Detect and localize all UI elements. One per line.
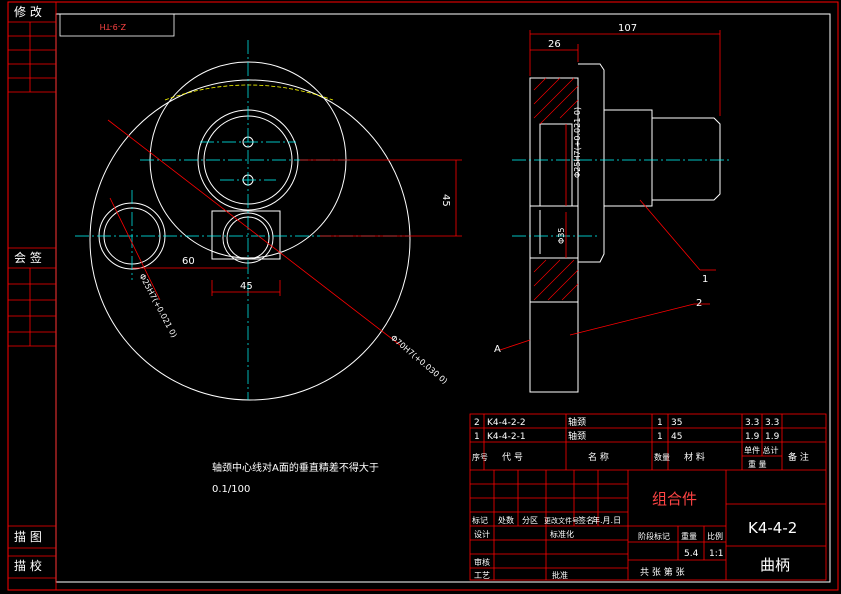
tb-scale-value: 1:1 — [709, 549, 723, 559]
top-code-box — [59, 13, 175, 37]
bom-row-1-qty: 1 — [657, 432, 663, 442]
tb-review: 审核 — [474, 557, 490, 567]
balloon-1: 1 — [702, 274, 708, 285]
bom-row-1-no: 1 — [474, 432, 480, 442]
tb-scale: 比例 — [707, 531, 723, 541]
front-dimensions — [107, 119, 462, 346]
tb-sheets: 共 张 第 张 — [640, 566, 685, 578]
bom-row-1-code: K4-4-2-1 — [487, 432, 526, 442]
bom-row-2-qty: 1 — [657, 418, 663, 428]
sidebar-countersign: 会 签 — [14, 250, 42, 265]
sidebar — [7, 1, 57, 591]
dim-45-horizontal: 45 — [240, 281, 253, 292]
tb-standardize: 标准化 — [550, 529, 574, 539]
bom-row-2-total-wt: 3.3 — [765, 418, 779, 428]
tb-doc-no: 更改文件号 — [544, 516, 579, 525]
side-dia-callout: Φ25H7(+0.021 0) — [573, 107, 582, 178]
outer-border — [7, 1, 839, 591]
bom-row-2-code: K4-4-2-2 — [487, 418, 526, 428]
side-centerlines — [512, 159, 730, 237]
bom-row-2-name: 轴颈 — [568, 416, 586, 428]
sidebar-drawn: 描 图 — [14, 530, 42, 544]
tb-weight-value: 5.4 — [684, 549, 699, 559]
tb-weight: 重量 — [681, 531, 697, 541]
front-view — [89, 61, 411, 401]
tb-stage: 阶段标记 — [638, 531, 670, 541]
bom-row-1-total-wt: 1.9 — [765, 432, 780, 442]
tb-sign: 签名 — [578, 515, 594, 525]
dim-107: 107 — [618, 23, 637, 34]
note-line-2: 0.1/100 — [212, 484, 250, 495]
note-line-1: 轴颈中心线对A面的垂直精差不得大于 — [212, 461, 379, 474]
tb-date: 年.月.日 — [592, 515, 621, 525]
tb-process: 工艺 — [474, 571, 490, 580]
balloon-2: 2 — [696, 298, 702, 309]
side-hatching — [533, 77, 579, 301]
tb-mark: 标记 — [472, 515, 488, 525]
bom-header-weight: 单件 总计 — [744, 445, 779, 455]
top-code-text: Z-9-TH — [100, 22, 126, 31]
bom-row-1-material: 45 — [671, 432, 682, 442]
bom-header-no: 序号 — [472, 452, 488, 462]
large-hole-callout: Φ70H7(+0.030 0) — [389, 333, 449, 386]
drawing-number: K4-4-2 — [748, 519, 797, 537]
bom-header-material: 材 料 — [684, 451, 705, 463]
tb-zone: 分区 — [522, 516, 538, 525]
side-dia-35: Φ35 — [557, 228, 566, 244]
inner-border — [55, 13, 831, 583]
part-name: 曲柄 — [760, 556, 790, 574]
sidebar-revision: 修 改 — [14, 4, 42, 19]
front-centerlines — [75, 40, 410, 400]
assembly-title: 组合件 — [652, 490, 697, 508]
small-hole-callout: Φ25H7(+0.021 0) — [137, 272, 178, 339]
datum-label: A — [494, 344, 501, 355]
bom-header-name: 名 称 — [588, 451, 609, 463]
bom-row-1-name: 轴颈 — [568, 430, 586, 442]
dim-45-vertical: 45 — [440, 194, 451, 207]
bom-header-remark: 备 注 — [788, 451, 809, 463]
side-view — [529, 63, 721, 393]
bom-header-qty: 数量 — [654, 452, 670, 462]
bom-row-2-material: 35 — [671, 418, 682, 428]
dim-60: 60 — [182, 256, 195, 267]
side-dimensions — [499, 30, 721, 351]
sidebar-checked: 描 校 — [14, 558, 42, 573]
bom-row-1-unit-wt: 1.9 — [745, 432, 760, 442]
title-block-frame — [469, 413, 827, 581]
bom-header-weight-sub: 重 量 — [748, 459, 767, 469]
bom-row-2-no: 2 — [474, 418, 480, 428]
tb-design: 设计 — [474, 529, 490, 539]
tb-count: 处数 — [498, 515, 514, 525]
bom-header-code: 代 号 — [502, 452, 523, 463]
bom-row-2-unit-wt: 3.3 — [745, 418, 759, 428]
tb-approve: 批准 — [552, 570, 568, 580]
dim-26: 26 — [548, 39, 561, 50]
